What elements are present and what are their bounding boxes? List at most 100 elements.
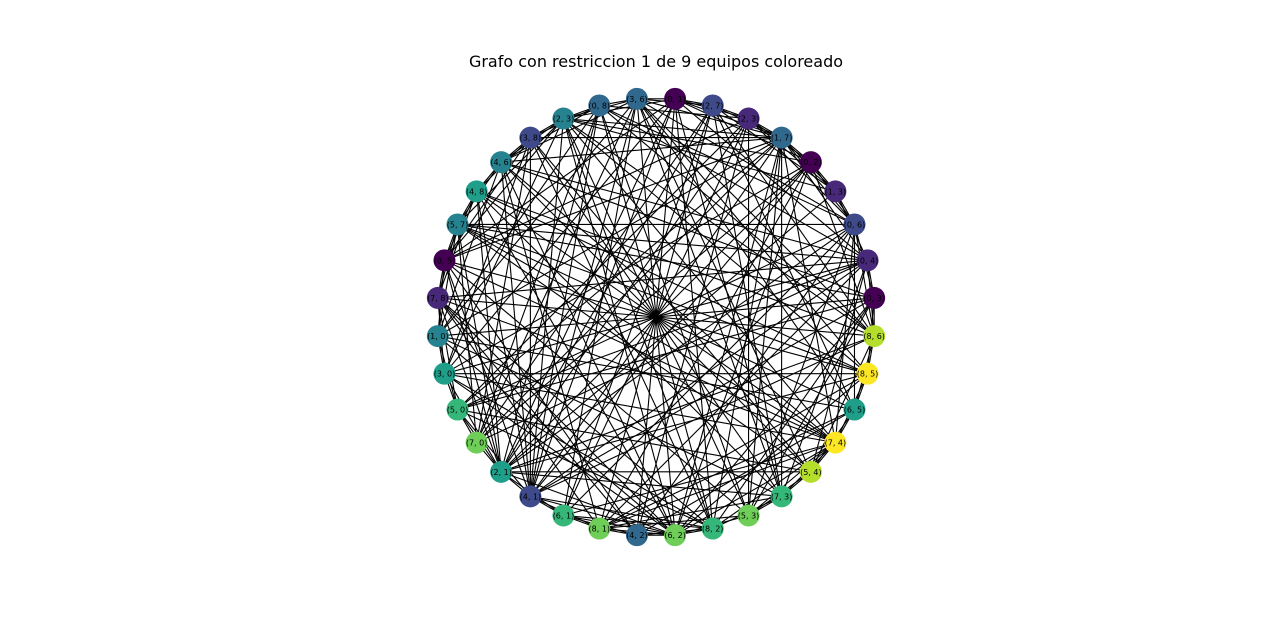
graph-edge [636,98,676,536]
graph-edge [457,223,868,375]
node-circle [552,504,575,527]
graph-edge [476,98,638,443]
graph-edge [444,259,836,444]
graph-node: (2, 1) [490,460,513,483]
graph-edge [500,105,714,473]
graph-edge [530,495,676,536]
graph-node: (7, 0) [465,431,488,454]
graph-edge [437,224,459,337]
node-circle [552,107,575,130]
node-circle [824,180,847,203]
node-circle [701,94,724,117]
graph-edge [599,104,749,120]
node-label: (6, 1) [553,511,575,520]
graph-node: (2, 3) [552,107,575,130]
node-label: (2, 3) [738,115,760,124]
graph-edge [500,162,531,497]
graph-node: (0, 2) [799,151,822,174]
node-circle [701,517,724,540]
graph-edge [500,104,600,163]
graph-edge [476,191,676,536]
graph-edge [437,335,676,536]
graph-edge [443,118,564,374]
graph-edge [853,224,875,337]
graph-edge [748,118,836,192]
node-circle [843,398,866,421]
node-label: (0, 5) [434,256,456,265]
graph-node: (4, 2) [625,524,648,547]
node-circle [770,126,793,149]
graph-edge [599,104,855,225]
graph-edge [500,190,836,473]
graph-edge [476,190,875,337]
graph-node: (8, 6) [863,325,886,348]
graph-edge [636,98,868,375]
graph-edge [562,118,676,536]
node-label: (3, 0) [434,370,456,379]
graph-edge [456,224,502,472]
node-label: (3, 6) [626,95,648,104]
graph-edge [444,373,676,536]
node-label: (0, 4) [857,256,879,265]
graph-node: (2, 3) [737,107,760,130]
node-circle [426,286,449,309]
graph-edge [563,514,676,536]
node-label: (3, 8) [520,134,542,143]
graph-node: (4, 6) [490,151,513,174]
graph-node: (1, 7) [770,126,793,149]
graph-node: (1, 3) [824,180,847,203]
node-circle [843,213,866,236]
node-label: (0, 6) [844,220,866,229]
graph-node: (5, 7) [446,213,469,236]
graph-edge [748,442,836,516]
graph-edge [598,105,875,337]
graph-edge [529,137,714,529]
graph-edge [437,335,855,411]
node-label: (6, 5) [844,406,866,415]
graph-edge [501,471,782,497]
graph-edge [636,98,783,497]
graph-edge [636,98,855,225]
node-circle [625,524,648,547]
graph-edge [476,191,531,497]
graph-node: (6, 1) [552,504,575,527]
node-circle [490,151,513,174]
graph-edge [456,224,478,443]
node-circle [799,151,822,174]
graph-node: (8, 1) [588,517,611,540]
node-label: (7, 4) [825,439,847,448]
graph-node: (8, 5) [856,362,879,385]
node-label: (4, 2) [626,531,648,540]
node-circle [588,517,611,540]
node-label: (8, 6) [863,332,885,341]
graph-title: Grafo con restriccion 1 de 9 equipos col… [469,52,843,71]
graph-node: (6, 5) [843,398,866,421]
node-label: (4, 8) [466,187,488,196]
graph-node: (6, 2) [664,524,687,547]
graph-node: (0, 1) [664,87,687,110]
node-circle [433,362,456,385]
node-circle [588,94,611,117]
graph-node: (0, 5) [433,249,456,272]
graph-edge [529,118,564,497]
graph-node: (8, 2) [701,517,724,540]
graph-edge [444,98,676,375]
graph-edge [712,105,875,337]
graph-edge [437,105,600,337]
graph-node: (7, 4) [824,431,847,454]
node-circle [737,107,760,130]
node-circle [770,485,793,508]
graph-edge [636,98,875,337]
node-label: (8, 1) [589,525,611,534]
graph-edge [501,161,868,261]
graph-node: (7, 8) [426,286,449,309]
graph-edge [437,98,638,337]
graph-node: (5, 0) [446,398,469,421]
node-label: (2, 7) [702,101,724,110]
node-label: (6, 2) [664,531,686,540]
graph-edge [437,297,714,529]
graph-edge [563,118,836,443]
node-label: (0, 3) [863,294,885,303]
graph-edge [599,104,868,261]
graph-node: (2, 7) [701,94,724,117]
